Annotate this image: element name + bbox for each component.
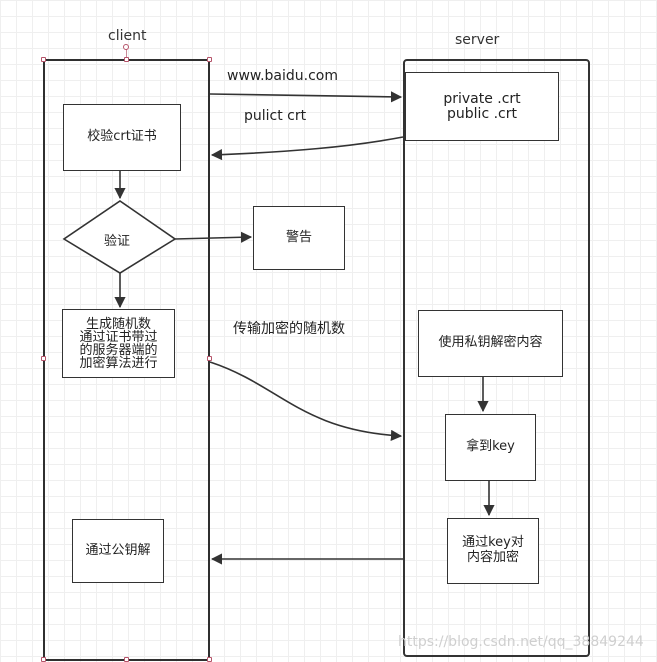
resize-handle-n[interactable]	[124, 57, 129, 62]
server-lane-title: server	[455, 32, 500, 48]
arrow-return-cert	[210, 136, 404, 161]
edge-label-request-url: www.baidu.com	[227, 68, 338, 84]
server-lane[interactable]	[403, 59, 590, 657]
generate-random-line-3: 的服务器端的	[79, 342, 158, 358]
rotate-handle[interactable]	[123, 44, 129, 50]
get-key-box[interactable]: 拿到key	[445, 414, 536, 481]
arrow-validate-to-warning	[174, 231, 253, 243]
edge-label-send-random: 传输加密的随机数	[233, 321, 345, 337]
client-lane-title: client	[108, 28, 147, 44]
selection-rotate-line	[126, 48, 127, 59]
resize-handle-w[interactable]	[41, 356, 46, 361]
arrow-send-random	[209, 361, 403, 441]
generate-random-line-4: 加密算法进行	[79, 355, 158, 371]
encrypt-with-key-box[interactable]: 通过key对 内容加密	[447, 518, 539, 584]
generate-random-line-2: 通过证书带过	[79, 329, 158, 345]
validate-label: 验证	[104, 234, 131, 249]
server-cert-private: private .crt	[443, 90, 521, 107]
encrypt-with-key-line-2: 内容加密	[466, 550, 519, 565]
encrypt-with-key-line-1: 通过key对	[462, 535, 524, 551]
warning-box[interactable]: 警告	[253, 206, 345, 270]
public-key-decrypt-box[interactable]: 通过公钥解	[72, 519, 164, 583]
watermark: https://blog.csdn.net/qq_38849244	[398, 634, 644, 650]
get-key-label: 拿到key	[466, 439, 515, 455]
server-cert-box[interactable]: private .crt public .crt	[405, 72, 559, 141]
generate-random-box[interactable]: 生成随机数 通过证书带过 的服务器端的 加密算法进行	[62, 309, 175, 378]
private-key-decrypt-box[interactable]: 使用私钥解密内容	[418, 310, 563, 377]
resize-handle-e[interactable]	[207, 356, 212, 361]
resize-handle-ne[interactable]	[207, 57, 212, 62]
warning-label: 警告	[285, 229, 312, 245]
public-key-decrypt-label: 通过公钥解	[85, 542, 151, 558]
private-key-decrypt-label: 使用私钥解密内容	[438, 335, 543, 351]
resize-handle-nw[interactable]	[41, 57, 46, 62]
verify-crt-label: 校验crt证书	[87, 129, 157, 145]
server-cert-public: public .crt	[447, 105, 517, 122]
edge-label-return-cert: pulict crt	[244, 108, 307, 124]
validate-diamond	[62, 200, 177, 274]
verify-crt-box[interactable]: 校验crt证书	[63, 104, 181, 171]
arrow-request-url	[209, 91, 403, 103]
generate-random-line-1: 生成随机数	[85, 316, 151, 332]
